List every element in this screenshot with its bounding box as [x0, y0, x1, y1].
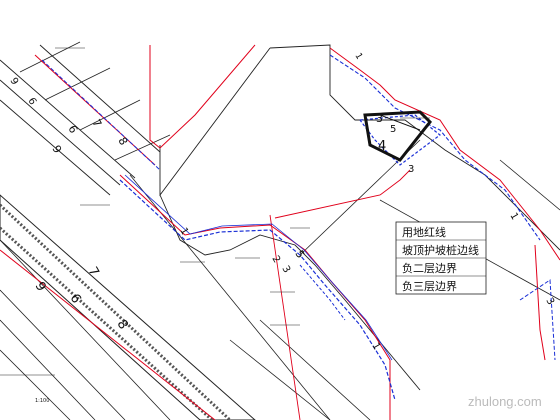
road-band-upper-left [0, 41, 171, 196]
section-number: 6 [65, 123, 80, 136]
section-number: 1 [177, 226, 190, 237]
legend-item-red-line: 用地红线 [402, 225, 446, 239]
section-number: 9 [32, 280, 49, 295]
section-number: 2 [269, 254, 282, 265]
section-number: 4 [378, 139, 386, 154]
section-number: 8 [114, 318, 131, 333]
section-number: 3 [376, 112, 383, 125]
watermark: zhulong.com [468, 394, 542, 409]
section-number: 3 [408, 164, 414, 175]
section-number: 6 [67, 292, 84, 307]
section-numbers: 9 6 9 6 7 8 7 9 6 8 1 3 4 5 3 1 2 3 5 1 … [7, 52, 556, 353]
blue-pile-line [41, 54, 556, 401]
legend: 用地红线 坡顶护坡桩边线 负二层边界 负三层边界 [395, 221, 487, 295]
annotation-ticks [0, 47, 430, 376]
section-number: 8 [115, 135, 130, 148]
legend-item-b2-boundary: 负二层边界 [402, 261, 457, 275]
section-number: 3 [543, 296, 556, 307]
section-number: 1 [369, 341, 382, 352]
section-number: 1 [352, 52, 364, 62]
railway-track [0, 194, 256, 420]
legend-item-b3-boundary: 负三层边界 [402, 279, 457, 293]
scale-note: 1:100 [35, 398, 49, 404]
section-number: 6 [25, 96, 38, 107]
pit-block [363, 110, 433, 162]
legend-item-pile-line: 坡顶护坡桩边线 [402, 243, 479, 257]
section-number: 1 [507, 211, 520, 222]
section-number: 7 [89, 117, 104, 130]
section-number: 3 [279, 264, 292, 275]
section-number: 9 [7, 76, 20, 87]
section-number: 5 [390, 124, 396, 135]
